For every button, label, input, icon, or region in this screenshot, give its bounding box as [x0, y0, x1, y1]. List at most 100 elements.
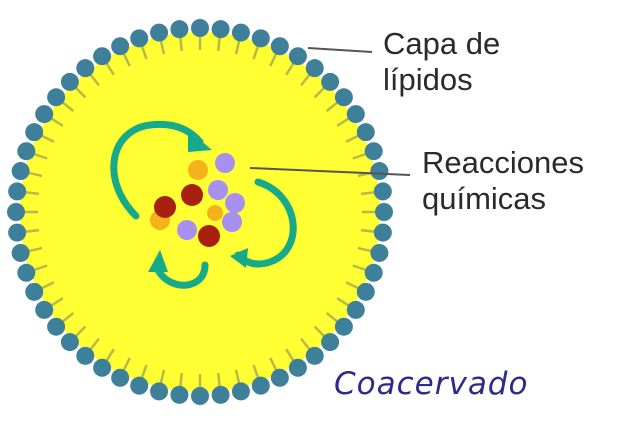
lipid-tail — [352, 264, 367, 272]
lipid-tail — [74, 86, 87, 99]
lipid-tail — [352, 152, 367, 160]
lipid-tail — [122, 357, 131, 372]
lipid-tail — [89, 73, 100, 87]
lipid-tail — [252, 364, 260, 379]
lipid-head — [270, 368, 289, 387]
lipid-head — [130, 376, 149, 395]
lipid-head — [191, 387, 209, 405]
lipid-head — [305, 346, 324, 365]
lipid-tail — [28, 171, 43, 178]
molecule-red — [154, 196, 176, 218]
lipid-head — [373, 182, 392, 201]
lipid-head — [321, 333, 340, 352]
lipid-tail — [360, 228, 376, 233]
molecule-violet — [225, 193, 245, 213]
coacervate-droplet — [7, 19, 393, 405]
molecule-violet — [222, 212, 242, 232]
lipid-head — [150, 23, 169, 42]
arrowhead-top — [188, 130, 212, 152]
lipid-tail — [336, 297, 350, 307]
lipid-head — [8, 223, 27, 242]
cycle-arrows — [110, 120, 297, 289]
lipid-head — [93, 47, 112, 66]
lipid-tail — [61, 312, 75, 323]
lipid-head — [321, 72, 340, 91]
reactions-label: Reacciones químicas — [422, 145, 584, 217]
lipid-tail — [105, 348, 115, 362]
lipid-head — [11, 243, 30, 262]
lipid-head — [111, 368, 130, 387]
lipid-head — [17, 263, 36, 282]
lipid-head — [231, 382, 250, 401]
lipid-tail — [89, 337, 100, 351]
lipid-head — [288, 358, 307, 377]
lipid-tail — [234, 369, 241, 384]
lipid-tail — [269, 52, 278, 67]
leader-lines — [249, 47, 411, 176]
lipid-head — [76, 59, 95, 78]
lipid-tail — [33, 264, 48, 272]
arrowhead-bottom — [148, 250, 168, 272]
lipid-head — [47, 317, 66, 336]
lipid-head — [130, 29, 149, 48]
lipid-head — [231, 23, 250, 42]
lipid-head — [17, 142, 36, 161]
lipid-tail — [216, 36, 221, 52]
lipid-tail — [357, 246, 372, 253]
arrow-top-left — [110, 120, 204, 220]
lipid-head — [334, 88, 353, 107]
lipid-tail — [140, 45, 148, 60]
lipid-head — [60, 333, 79, 352]
lipid-head — [35, 300, 54, 319]
lipid-head — [170, 385, 189, 404]
lipid-layer-label-line1: Capa de — [383, 26, 501, 61]
molecule-violet — [177, 220, 197, 240]
lipid-tail — [179, 372, 184, 388]
lipid-tail — [300, 73, 311, 87]
lipid-layer-leader-line — [307, 47, 373, 53]
lipid-head — [370, 162, 389, 181]
lipid-tail — [313, 325, 326, 338]
lipid-head — [211, 20, 230, 39]
lipid-head — [334, 317, 353, 336]
lipid-head — [373, 223, 392, 242]
lipid-layer-label: Capa de lípidos — [383, 26, 500, 98]
lipid-tail — [122, 52, 131, 67]
reactions-label-line1: Reacciones — [422, 145, 584, 180]
lipid-tail — [40, 281, 55, 290]
lipid-tail — [159, 40, 166, 55]
reactions-leader-line — [249, 167, 411, 176]
lipid-head — [7, 203, 25, 221]
lipid-head — [346, 300, 365, 319]
lipid-tail — [234, 40, 241, 55]
lipid-head — [191, 19, 209, 37]
molecules — [150, 153, 245, 247]
lipid-head — [170, 20, 189, 39]
lipid-tail — [105, 62, 115, 76]
lipid-tail — [61, 101, 75, 112]
lipid-head — [211, 385, 230, 404]
lipid-head — [370, 243, 389, 262]
molecule-red — [198, 225, 220, 247]
lipid-tail — [140, 364, 148, 379]
molecule-red — [181, 184, 203, 206]
lipid-tail — [325, 101, 339, 112]
lipid-head — [356, 282, 375, 301]
lipid-tail — [252, 45, 260, 60]
lipid-tail — [24, 191, 40, 196]
lipid-head — [356, 123, 375, 142]
lipid-tail — [360, 191, 376, 196]
lipid-tail — [74, 325, 87, 338]
molecule-violet — [208, 180, 228, 200]
lipid-tail — [216, 372, 221, 388]
lipid-heads — [7, 19, 393, 405]
lipid-head — [35, 105, 54, 124]
lipid-tail — [179, 36, 184, 52]
lipid-tail — [313, 86, 326, 99]
lipid-head — [111, 37, 130, 56]
lipid-tail — [345, 134, 360, 143]
lipid-head — [93, 358, 112, 377]
lipid-head — [25, 123, 44, 142]
arrow-heads — [148, 130, 248, 272]
